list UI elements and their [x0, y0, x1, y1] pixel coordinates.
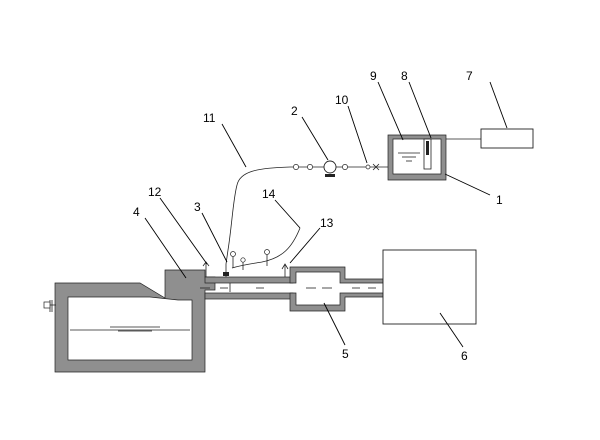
label-6: 6 [461, 349, 468, 363]
label-2: 2 [291, 104, 298, 118]
label-5: 5 [342, 347, 349, 361]
label-14: 14 [262, 187, 276, 201]
pump-2 [323, 160, 337, 174]
supply-line [290, 160, 388, 177]
leader-lines [144, 81, 508, 348]
label-9: 9 [370, 69, 377, 83]
label-13: 13 [320, 216, 334, 230]
label-7: 7 [466, 69, 473, 83]
label-11: 11 [203, 111, 216, 125]
main-chamber [43, 269, 216, 373]
duct [200, 266, 384, 312]
label-4: 4 [133, 205, 140, 219]
box-7 [480, 128, 534, 149]
tank-1 [387, 134, 481, 181]
label-12: 12 [148, 185, 162, 199]
box-6 [382, 249, 477, 325]
label-3: 3 [194, 200, 201, 214]
sensors [202, 249, 289, 292]
hose-11 [225, 166, 291, 265]
label-8: 8 [401, 69, 408, 83]
label-10: 10 [335, 93, 349, 107]
hose-14 [231, 227, 301, 269]
label-1: 1 [496, 193, 503, 207]
